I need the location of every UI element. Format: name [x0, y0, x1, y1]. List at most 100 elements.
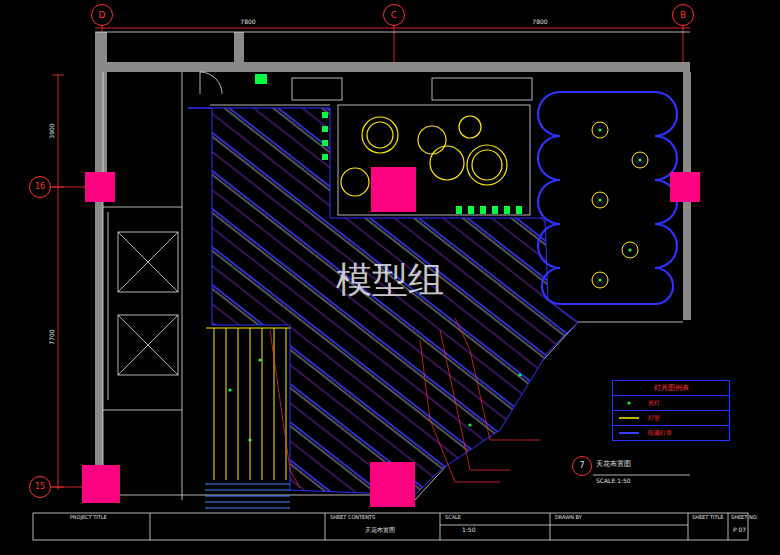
- green-fixtures-part: [322, 112, 328, 118]
- wall-outlines-part: [103, 72, 104, 500]
- elevator-shafts-part: [118, 232, 178, 292]
- dimension: 7800: [240, 19, 255, 25]
- title-block-part: [150, 513, 151, 540]
- downlights-part: [622, 242, 638, 258]
- title-block-part: [440, 525, 688, 526]
- wall-outlines-part: [182, 72, 183, 500]
- downlights-part: [592, 122, 608, 138]
- round-lights-part: [467, 145, 507, 185]
- green-fixtures-part: [598, 278, 601, 281]
- drawing-scale: SCALE 1:50: [596, 478, 631, 484]
- linear-lights-part: [206, 328, 290, 329]
- wall-outlines-part: [95, 32, 690, 33]
- elevator-shafts-part: [118, 315, 178, 375]
- title-underline: [593, 475, 690, 476]
- leader-lines-part: [270, 330, 300, 488]
- grid-lines-part: [683, 26, 684, 62]
- green-fixtures: [228, 74, 641, 442]
- dimension: 3900: [49, 123, 55, 138]
- column-markers-part: [85, 172, 115, 202]
- column-markers-part: [370, 462, 415, 507]
- downlights: [592, 122, 648, 288]
- linear-lights-part: [262, 328, 263, 480]
- wall-outlines-part: [578, 322, 683, 323]
- column-markers-part: [670, 172, 700, 202]
- title-block-part: [550, 513, 551, 540]
- grid-label: B: [680, 11, 686, 20]
- green-fixtures-part: [638, 158, 641, 161]
- grid-label: D: [99, 11, 106, 20]
- bubble-circle: [384, 5, 405, 26]
- grid-lines-part: [52, 187, 64, 188]
- round-lights-part: [341, 168, 369, 196]
- title-block: [33, 513, 748, 540]
- green-fixtures-part: [598, 198, 601, 201]
- grid-label: 16: [35, 183, 45, 191]
- linear-lights-part: [214, 328, 215, 480]
- green-fixtures-part: [456, 206, 462, 214]
- title-block-part: [440, 513, 441, 540]
- grid-lines-part: [95, 28, 690, 29]
- title-block-header: PROJECT TITLE: [70, 515, 107, 520]
- elevator-shafts-part: [118, 232, 178, 292]
- column-markers-part: [82, 465, 120, 503]
- grid-lines-part: [52, 75, 64, 76]
- bubble-circle: [573, 457, 592, 476]
- elevator-shafts: [108, 212, 178, 400]
- bubble-circle: [92, 5, 113, 26]
- round-lights-part: [367, 122, 393, 148]
- bubble-circle: [673, 5, 694, 26]
- watermark: 模型组: [336, 262, 444, 298]
- round-lights-part: [459, 116, 481, 138]
- title-block-header: SHEET CONTENTS: [330, 515, 375, 520]
- tube-symbol: [619, 417, 639, 419]
- elevator-shafts-part: [118, 315, 178, 375]
- legend-row: 筒灯: [613, 395, 729, 410]
- strip-symbol: [619, 432, 639, 434]
- legend-text: 灯管: [648, 414, 660, 423]
- linear-lights: [206, 328, 290, 480]
- round-lights-part: [418, 126, 446, 154]
- green-fixtures-part: [322, 126, 328, 132]
- grid-bubble: 16: [29, 176, 51, 198]
- title-block-header: DRAWN BY: [555, 515, 582, 520]
- wall-outlines-part: [338, 105, 530, 215]
- title-block-value: 天花布置图: [365, 527, 395, 533]
- downlights-part: [592, 272, 608, 288]
- bubble-circle: [30, 477, 51, 498]
- walls-part: [234, 32, 244, 72]
- strip-lights-part: [205, 490, 290, 491]
- green-fixtures-part: [468, 423, 471, 426]
- grid-lines-part: [394, 26, 395, 62]
- title-block-part: [33, 513, 748, 540]
- drawing-title-bubble: 7: [572, 456, 592, 476]
- green-fixtures-part: [255, 74, 267, 84]
- grid-bubble: C: [383, 4, 405, 26]
- title-block-header: SHEET NO.: [731, 515, 758, 520]
- dimension: 7800: [532, 19, 547, 25]
- leader-lines-part: [440, 330, 510, 470]
- round-lights: [341, 116, 507, 196]
- wall-outlines-part: [210, 105, 330, 106]
- column-markers-part: [371, 167, 416, 212]
- title-block-part: [728, 513, 729, 540]
- downlights-part: [632, 152, 648, 168]
- title-block-header: SCALE: [445, 515, 461, 520]
- title-block-value: 1:50: [462, 527, 475, 533]
- linear-lights-part: [274, 328, 275, 480]
- linear-lights-part: [286, 328, 287, 480]
- legend-sample: [616, 413, 642, 423]
- strip-lights-part: [205, 502, 290, 503]
- grid-lines-part: [52, 487, 64, 488]
- legend-table: 灯具图例表筒灯灯管暗藏灯带: [612, 380, 730, 441]
- walls-part: [95, 32, 107, 172]
- legend-sample: [616, 428, 642, 438]
- green-fixtures-part: [258, 358, 261, 361]
- green-fixtures-part: [518, 373, 521, 376]
- green-fixtures-part: [598, 128, 601, 131]
- green-fixtures-part: [322, 140, 328, 146]
- legend-row: 灯管: [613, 410, 729, 425]
- bubble-circle: [30, 177, 51, 198]
- strip-lights-part: [205, 508, 290, 509]
